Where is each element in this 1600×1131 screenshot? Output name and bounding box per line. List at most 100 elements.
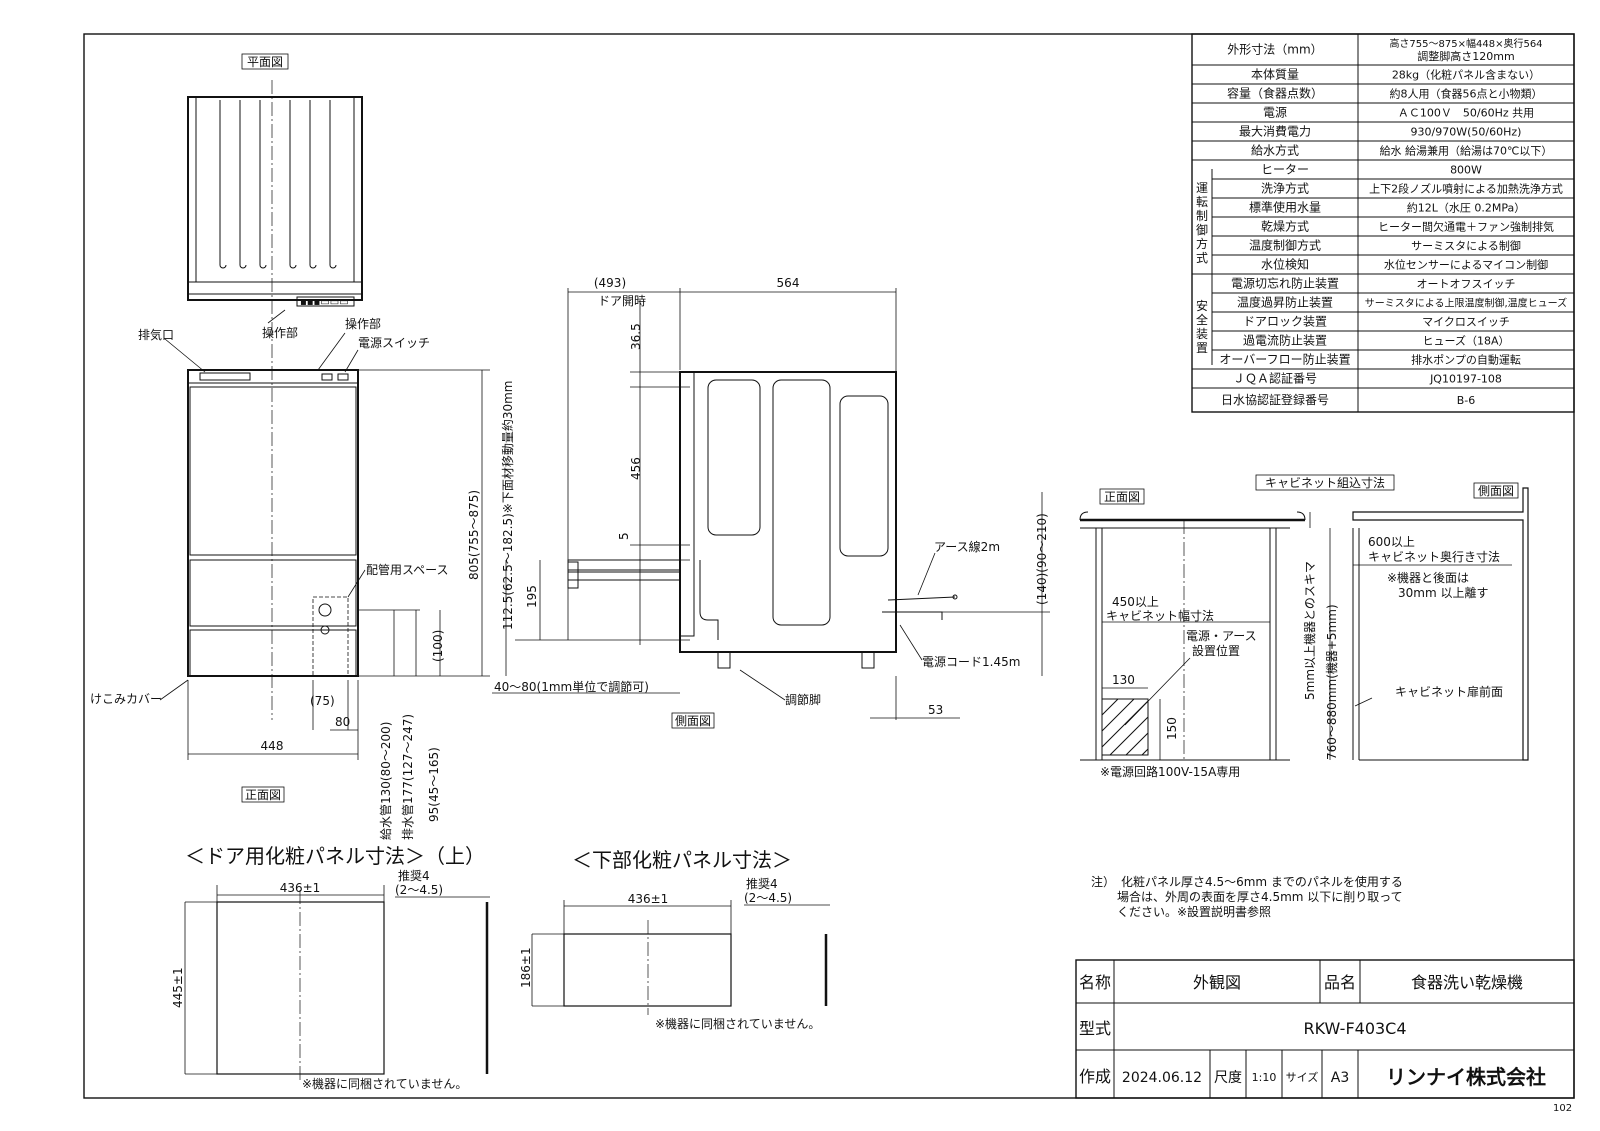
panel-lower: ＜下部化粧パネル寸法＞ 436±1 186±1 推奨4 (2～4.5) ※機器に… xyxy=(519,848,830,1031)
dim-h760: 760～880mm(機器+5mm) xyxy=(1324,604,1339,760)
panel-lower-rec: 推奨4 xyxy=(746,877,778,891)
spec-value-18-0: B-6 xyxy=(1457,394,1476,407)
dim-adjust: 40～80(1mm単位で調節可) xyxy=(494,679,649,694)
title-name-label: 名称 xyxy=(1079,973,1111,992)
dim-450: 450以上 xyxy=(1112,595,1159,609)
dim-130: 130 xyxy=(1112,673,1135,687)
label-control: 操作部 xyxy=(262,325,298,340)
dim-5: 5 xyxy=(617,532,631,540)
spec-label-12: 電源切忘れ防止装置 xyxy=(1231,276,1339,291)
title-product-label: 品名 xyxy=(1324,973,1356,992)
note-line-1: 注） 化粧パネル厚さ4.5～6mm までのパネルを使用する xyxy=(1091,874,1403,889)
spec-value-15-0: ヒューズ（18A） xyxy=(1423,334,1510,348)
dim-drain: 排水管177(127～247) xyxy=(400,714,415,840)
spec-value-0-0: 高さ755～875×幅448×奥行564 xyxy=(1389,37,1542,50)
dim-height: 805(755～875) xyxy=(467,490,481,580)
svg-text:▪▪▪▭▭▭: ▪▪▪▭▭▭ xyxy=(300,297,349,308)
dim-100: (100) xyxy=(431,630,445,662)
spec-label-10: 温度制御方式 xyxy=(1249,238,1321,253)
spec-value-2-0: 約8人用（食器56点と小物類） xyxy=(1390,87,1543,101)
label-cord: 電源コード1.45m xyxy=(922,655,1020,669)
spec-label-9: 乾燥方式 xyxy=(1261,219,1309,234)
panel-upper-rec-range: (2～4.5) xyxy=(395,883,443,897)
label-control-2: 操作部 xyxy=(345,316,381,331)
spec-label-15: 過電流防止装置 xyxy=(1243,333,1327,348)
spec-label-14: ドアロック装置 xyxy=(1243,315,1327,329)
plan-view: 平面図 ▪▪▪▭▭▭ xyxy=(187,53,363,720)
spec-label-18: 日水協認証登録番号 xyxy=(1221,392,1329,407)
title-made-label: 作成 xyxy=(1079,1067,1111,1086)
spec-label-2: 容量（食器点数） xyxy=(1227,86,1323,101)
panel-upper: ＜ドア用化粧パネル寸法＞（上） 436±1 445±1 推奨4 (2～4.5) … xyxy=(171,844,490,1091)
label-door-open: ドア開時 xyxy=(598,294,646,308)
spec-label-17: ＪＱＡ認証番号 xyxy=(1233,371,1317,386)
spec-label-4: 最大消費電力 xyxy=(1239,124,1311,139)
spec-group-operation: 運転制御方式 xyxy=(1196,181,1208,265)
spec-value-0-1: 調整脚高さ120mm xyxy=(1417,49,1514,63)
spec-value-11-0: 水位センサーによるマイコン制御 xyxy=(1384,258,1548,272)
spec-value-4-0: 930/970W(50/60Hz) xyxy=(1411,126,1522,139)
label-cab-width: キャビネット幅寸法 xyxy=(1106,608,1214,623)
spec-label-8: 標準使用水量 xyxy=(1249,200,1321,215)
panel-lower-rec-range: (2～4.5) xyxy=(744,891,792,905)
title-scale-label: 尺度 xyxy=(1214,1070,1242,1086)
panel-upper-rec: 推奨4 xyxy=(398,869,430,883)
panel-lower-note: ※機器に同梱されていません。 xyxy=(655,1016,820,1031)
label-cab-depth: キャビネット奥行き寸法 xyxy=(1368,550,1500,564)
spec-value-3-0: ＡＣ100Ｖ 50/60Hz 共用 xyxy=(1398,107,1534,120)
sheet-border xyxy=(83,33,1575,1099)
spec-label-5: 給水方式 xyxy=(1251,143,1299,158)
spec-label-1: 本体質量 xyxy=(1251,67,1299,82)
dim-80: 80 xyxy=(335,715,350,729)
spec-value-5-0: 給水 給湯兼用（給湯は70℃以下） xyxy=(1380,144,1553,158)
plan-view-label: 平面図 xyxy=(247,55,283,69)
front-view: 排気口 操作部 操作部 電源スイッチ 配管用スペース けこみカバー 448 (7… xyxy=(90,309,515,840)
spec-value-7-0: 上下2段ノズル噴射による加熱洗浄方式 xyxy=(1369,182,1563,196)
cabinet-front-label: 正面図 xyxy=(1104,490,1140,504)
dim-width: 448 xyxy=(261,739,284,753)
spec-value-16-0: 排水ポンプの自動運転 xyxy=(1411,353,1521,367)
label-foot: 調節脚 xyxy=(785,692,821,707)
spec-label-3: 電源 xyxy=(1263,106,1287,120)
spec-value-9-0: ヒーター間欠通電＋ファン強制排気 xyxy=(1378,220,1554,234)
spec-label-16: オーバーフロー防止装置 xyxy=(1219,352,1350,367)
spec-value-12-0: オートオフスイッチ xyxy=(1417,278,1516,291)
spec-label-0: 外形寸法（mm） xyxy=(1227,43,1322,57)
dim-150: 150 xyxy=(1165,717,1179,740)
label-rear-note-2: 30mm 以上離す xyxy=(1398,586,1488,600)
dim-depth: 564 xyxy=(777,276,800,290)
spec-value-1-0: 28kg（化粧パネル含まない） xyxy=(1392,68,1540,82)
page-number: 102 xyxy=(1553,1103,1572,1114)
title-product: 食器洗い乾燥機 xyxy=(1411,973,1523,992)
title-size: A3 xyxy=(1331,1070,1349,1086)
title-model: RKW-F403C4 xyxy=(1303,1019,1406,1038)
dim-75: (75) xyxy=(310,694,335,708)
spec-value-13-0: サーミスタによる上限温度制御,温度ヒューズ xyxy=(1365,297,1567,310)
side-view-label: 側面図 xyxy=(675,714,711,728)
spec-label-13: 温度過昇防止装置 xyxy=(1237,295,1333,310)
panel-lower-width: 436±1 xyxy=(628,892,669,906)
note-line-3: ください。※設置説明書参照 xyxy=(1117,904,1271,919)
label-gap: 5mm以上機器とのスキマ xyxy=(1302,561,1317,700)
panel-lower-title: ＜下部化粧パネル寸法＞ xyxy=(572,848,792,872)
dim-door-open: (493) xyxy=(594,276,626,290)
label-outlet-2: 設置位置 xyxy=(1192,643,1240,658)
title-block: 名称 外観図 品名 食器洗い乾燥機 型式 RKW-F403C4 作成 2024.… xyxy=(1075,959,1575,1099)
label-exhaust: 排気口 xyxy=(138,327,174,342)
spec-label-7: 洗浄方式 xyxy=(1261,181,1309,196)
spec-value-17-0: JQ10197-108 xyxy=(1429,373,1502,386)
title-date: 2024.06.12 xyxy=(1122,1070,1202,1086)
panel-upper-note: ※機器に同梱されていません。 xyxy=(302,1076,467,1091)
installation-note: 注） 化粧パネル厚さ4.5～6mm までのパネルを使用する 場合は、外周の表面を… xyxy=(1091,874,1403,919)
label-cab-door: キャビネット扉前面 xyxy=(1395,684,1503,699)
spec-group-safety: 安全装置 xyxy=(1196,298,1208,355)
dim-lower: 112.5(62.5～182.5)※下面材移動量約30mm xyxy=(500,381,515,631)
label-earth: アース線2m xyxy=(934,539,1000,554)
label-rear-note-1: ※機器と後面は xyxy=(1387,570,1469,585)
title-size-label: サイズ xyxy=(1286,1070,1319,1084)
cabinet-side-label: 側面図 xyxy=(1478,484,1514,498)
dim-53: 53 xyxy=(928,703,943,717)
front-view-label: 正面図 xyxy=(245,788,281,802)
label-power-switch: 電源スイッチ xyxy=(358,336,430,350)
